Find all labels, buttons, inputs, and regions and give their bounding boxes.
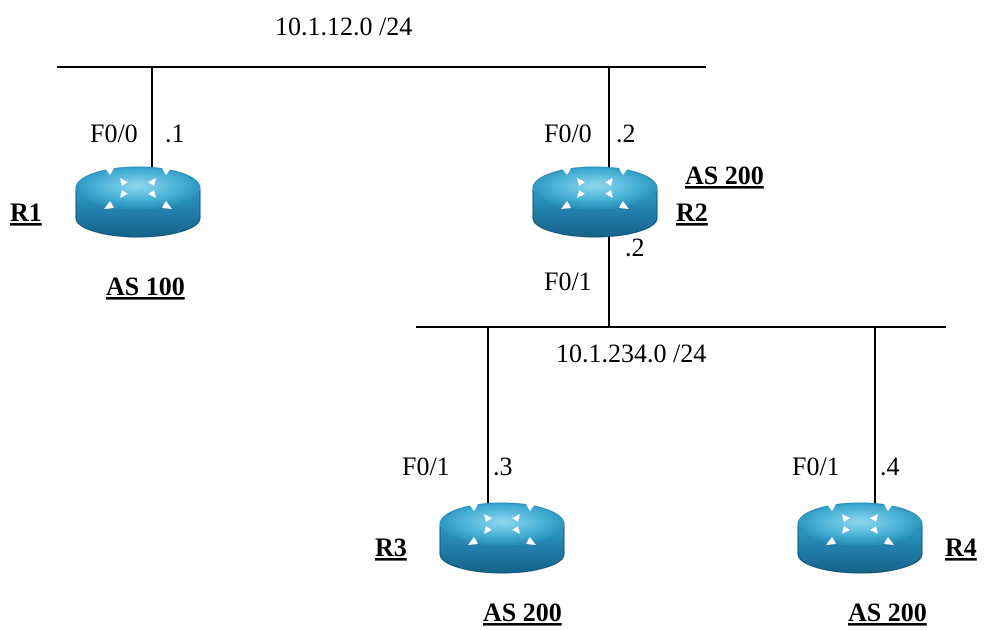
r1-host-label: .1: [165, 119, 185, 148]
r4-router-icon[interactable]: [797, 502, 923, 574]
r4-name: R4: [945, 533, 977, 562]
r1-router-icon[interactable]: [75, 166, 201, 238]
r2-router-icon[interactable]: [532, 166, 658, 238]
r3-as-label: AS 200: [483, 598, 562, 627]
r1-as-label: AS 100: [106, 272, 185, 301]
r2-bottom-host-label: .2: [625, 233, 645, 262]
r2-bottom-interface-label: F0/1: [544, 267, 592, 296]
top-subnet-label: 10.1.12.0 /24: [275, 12, 412, 41]
r1-interface-label: F0/0: [90, 119, 138, 148]
r2-name: R2: [676, 198, 708, 227]
r2-top-host-label: .2: [616, 119, 636, 148]
r4-as-label: AS 200: [848, 598, 927, 627]
bottom-subnet-label: 10.1.234.0 /24: [556, 339, 706, 368]
r3-interface-label: F0/1: [402, 452, 450, 481]
r4-host-label: .4: [880, 452, 900, 481]
r3-router-icon[interactable]: [439, 502, 565, 574]
r3-name: R3: [375, 533, 407, 562]
r4-interface-label: F0/1: [792, 452, 840, 481]
r2-top-interface-label: F0/0: [544, 119, 592, 148]
r3-host-label: .3: [493, 452, 513, 481]
r1-name: R1: [10, 198, 42, 227]
r2-as-label: AS 200: [685, 161, 764, 190]
